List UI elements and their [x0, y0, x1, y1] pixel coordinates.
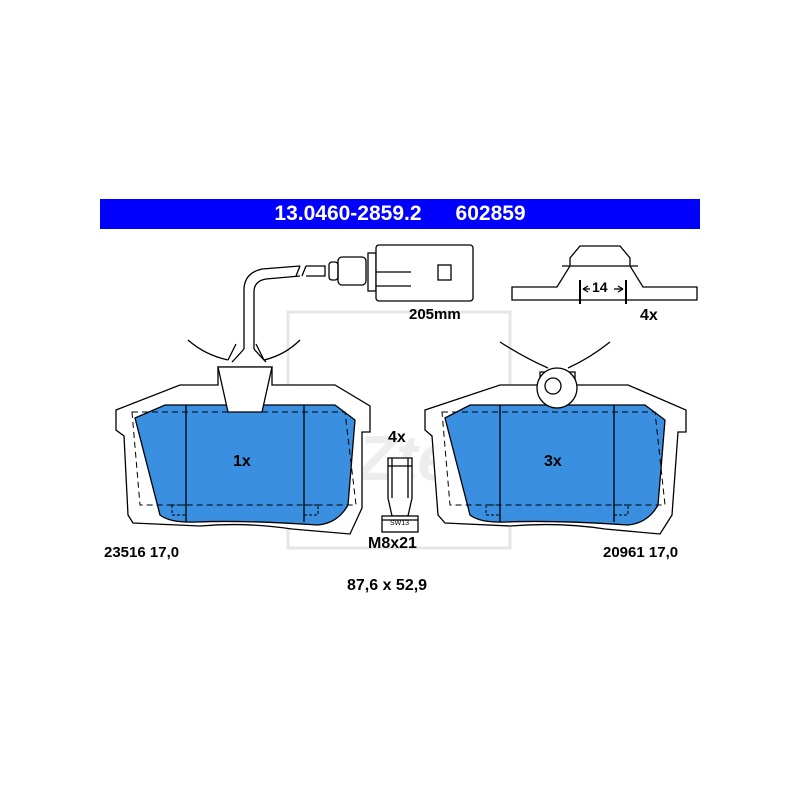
bolt-quantity-label: 4x [388, 429, 406, 446]
bolt-wrench-label: SW13 [390, 520, 410, 527]
right-pad-quantity-label: 3x [544, 453, 562, 470]
clip-width-label: 14 [591, 279, 609, 295]
reference-number: 602859 [455, 202, 526, 225]
part-number-banner: 13.0460-2859.2 602859 [100, 199, 700, 229]
left-pad-code-label: 23516 17,0 [104, 544, 180, 561]
right-brake-pad [424, 341, 687, 535]
wear-sensor [231, 244, 474, 363]
clip-quantity-label: 4x [640, 307, 658, 324]
spring-clip [511, 245, 698, 304]
part-number: 13.0460-2859.2 [274, 202, 422, 225]
left-brake-pad [115, 339, 371, 535]
left-pad-friction [134, 404, 356, 526]
right-pad-code-label: 20961 17,0 [603, 544, 679, 561]
left-pad-quantity-label: 1x [233, 453, 251, 470]
mounting-bolt [381, 457, 419, 533]
bolt-size-label: M8x21 [368, 535, 417, 552]
sensor-length-label: 205mm [409, 306, 461, 323]
dimensions-label: 87,6 x 52,9 [347, 577, 428, 594]
